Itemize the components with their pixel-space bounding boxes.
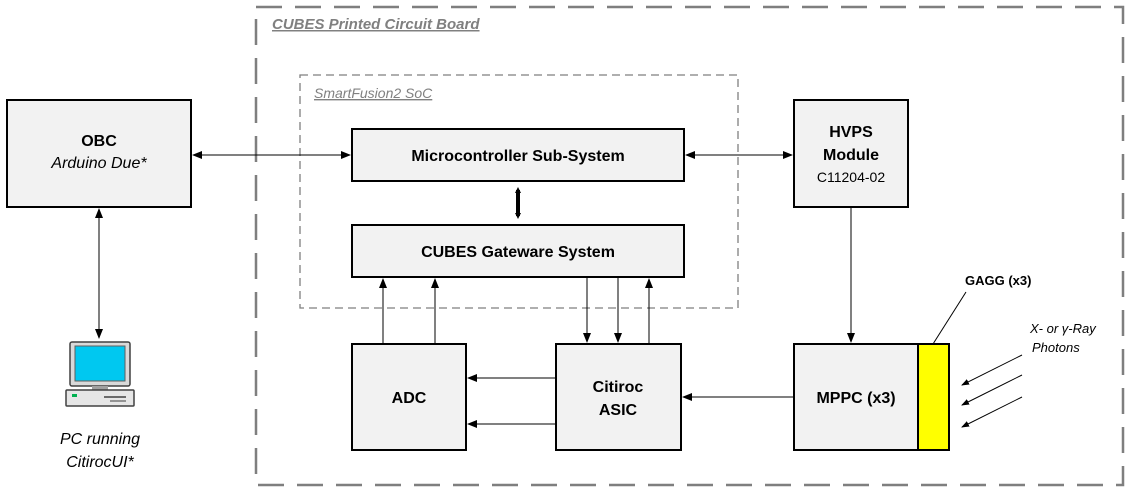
obc-title: OBC xyxy=(81,133,117,150)
mppc-title: MPPC (x3) xyxy=(816,390,895,407)
gagg-label: GAGG (x3) xyxy=(965,273,1031,288)
citiroc-title-line2: ASIC xyxy=(599,402,638,419)
hvps-title-line1: HVPS xyxy=(829,124,873,141)
photon-arrow-3 xyxy=(961,396,1023,428)
gateware-box xyxy=(351,224,685,278)
obc-subtitle: Arduino Due* xyxy=(50,155,147,172)
hvps-box xyxy=(793,99,909,208)
pcb-label: CUBES Printed Circuit Board xyxy=(272,16,480,33)
hvps-part-number: C11204-02 xyxy=(817,169,885,185)
photon-arrow-2 xyxy=(961,374,1023,406)
mss-box xyxy=(351,128,685,182)
citiroc-title-line1: Citiroc xyxy=(593,379,644,396)
pc-label-line1: PC running xyxy=(60,431,140,448)
citiroc-box xyxy=(555,343,682,451)
gagg-leader-line xyxy=(932,291,967,345)
pcb-boundary xyxy=(254,5,1125,487)
adc-title: ADC xyxy=(392,390,427,407)
adc-box xyxy=(351,343,467,451)
photon-arrow-1 xyxy=(961,354,1023,386)
gateware-title: CUBES Gateware System xyxy=(421,244,615,261)
soc-boundary xyxy=(299,74,739,309)
photons-label-line1: X- or γ-Ray xyxy=(1029,321,1097,336)
soc-label: SmartFusion2 SoC xyxy=(314,85,433,101)
mss-title: Microcontroller Sub-System xyxy=(411,148,624,165)
obc-box xyxy=(6,99,192,208)
computer-icon xyxy=(65,341,135,407)
mppc-box xyxy=(793,343,919,451)
hvps-title-line2: Module xyxy=(823,147,879,164)
photons-label-line2: Photons xyxy=(1032,340,1080,355)
gagg-crystal xyxy=(917,343,950,451)
pc-label-line2: CitirocUI* xyxy=(66,454,134,471)
